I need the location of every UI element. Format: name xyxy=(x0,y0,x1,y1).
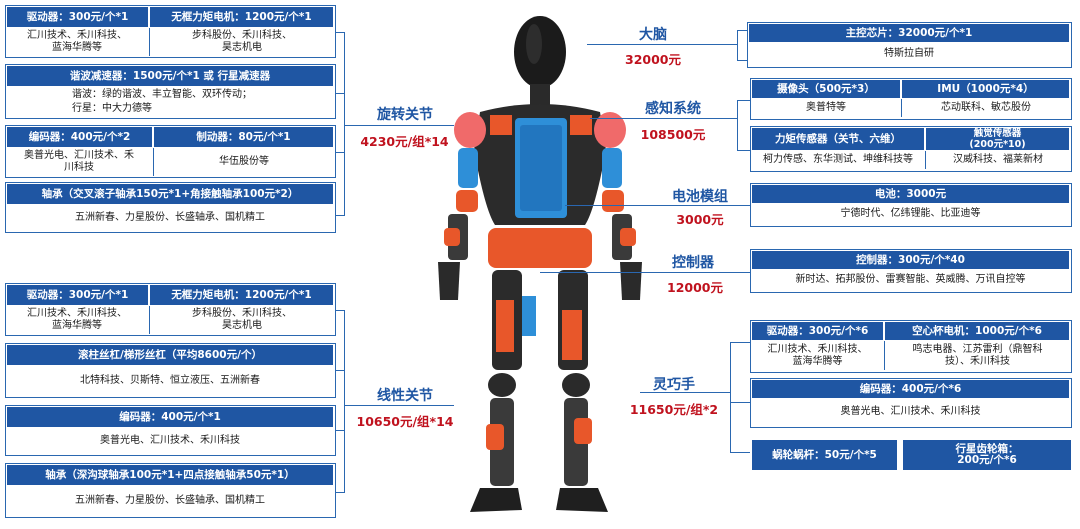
linear-bracket xyxy=(344,310,345,492)
brain-price: 32000元 xyxy=(625,52,681,67)
rotary-bearing-suppliers: 五洲新春、力星股份、长盛轴承、国机精工 xyxy=(75,212,265,223)
linear-motor-header: 无框力矩电机：1200元/个*1 xyxy=(150,285,333,305)
rotary-bearing-header: 轴承（交叉滚子轴承150元*1+角接触轴承100元*2） xyxy=(7,184,333,204)
tactile-header: 触觉传感器 (200元*10) xyxy=(926,128,1069,150)
linear-encoder-header: 编码器：400元/个*1 xyxy=(7,407,333,427)
controller-suppliers: 新时达、拓邦股份、雷赛智能、英威腾、万讯自控等 xyxy=(795,274,1026,285)
rotary-reducer-header: 谐波减速器：1500元/个*1 或 行星减速器 xyxy=(7,66,333,86)
camera-imu-panel: 摄像头（500元*3） IMU（1000元*4） 奥普特等 芯动联科、敏芯股份 xyxy=(750,78,1072,120)
robot-left-shoulder xyxy=(454,112,486,148)
chip-suppliers: 特斯拉自研 xyxy=(884,48,934,59)
hand-encoder-header: 编码器：400元/个*6 xyxy=(752,380,1069,398)
controller-label: 控制器 xyxy=(672,255,714,271)
torque-tactile-panel: 力矩传感器（关节、六维） 触觉传感器 (200元*10) 柯力传感、东华测试、坤… xyxy=(750,126,1072,172)
linear-motor-suppliers: 步科股份、禾川科技、 昊志机电 xyxy=(149,306,334,334)
worm-gear-header: 蜗轮蜗杆：50元/个*5 xyxy=(752,440,897,470)
hand-encoder-panel: 编码器：400元/个*6 奥普光电、汇川技术、禾川科技 xyxy=(750,378,1072,428)
hand-encoder-suppliers: 奥普光电、汇川技术、禾川科技 xyxy=(840,406,981,417)
battery-label: 电池模组 xyxy=(672,189,728,205)
hand-driver-motor-panel: 驱动器：300元/个*6 空心杯电机：1000元/个*6 汇川技术、禾川科技、 … xyxy=(750,320,1072,373)
camera-header: 摄像头（500元*3） xyxy=(752,80,900,98)
hand-label: 灵巧手 xyxy=(653,377,695,393)
robot-right-foot xyxy=(556,488,608,512)
camera-suppliers: 奥普特等 xyxy=(806,102,846,113)
chip-panel: 主控芯片：32000元/个*1 特斯拉自研 xyxy=(747,22,1072,68)
rotary-motor-suppliers: 步科股份、禾川科技、 昊志机电 xyxy=(149,28,334,56)
tactile-suppliers: 汉威科技、福莱新材 xyxy=(925,151,1070,169)
linear-screw-suppliers: 北特科技、贝斯特、恒立液压、五洲新春 xyxy=(80,374,260,386)
hand-motor-suppliers: 鸣志电器、江苏雷利（鼎智科 技）、禾川科技 xyxy=(884,341,1070,370)
rotary-encoder-suppliers: 奥普光电、汇川技术、禾 川科技 xyxy=(24,150,134,173)
rotary-joint-price: 4230元/组*14 xyxy=(360,134,449,149)
rotary-brake-suppliers: 华伍股份等 xyxy=(153,148,334,176)
rotary-driver-header: 驱动器：300元/个*1 xyxy=(7,7,148,27)
controller-header: 控制器：300元/个*40 xyxy=(752,251,1069,269)
hand-driver-suppliers: 汇川技术、禾川科技、 蓝海华腾等 xyxy=(767,343,868,367)
hand-price: 11650元/组*2 xyxy=(629,402,719,417)
rotary-encoder-header: 编码器：400元/个*2 xyxy=(7,127,152,147)
torque-suppliers: 柯力传感、东华测试、坤维科技等 xyxy=(763,154,913,165)
rotary-bearing-panel: 轴承（交叉滚子轴承150元*1+角接触轴承100元*2） 五洲新春、力星股份、长… xyxy=(5,182,336,233)
controller-panel: 控制器：300元/个*40 新时达、拓邦股份、雷赛智能、英威腾、万讯自控等 xyxy=(750,249,1072,293)
rotary-reducer-panel: 谐波减速器：1500元/个*1 或 行星减速器 谐波：绿的谐波、丰立智能、双环传… xyxy=(5,64,336,119)
linear-screw-header: 滚柱丝杠/梯形丝杠（平均8600元/个） xyxy=(7,345,333,365)
linear-bearing-header: 轴承（深沟球轴承100元*1+四点接触轴承50元*1） xyxy=(7,465,333,485)
linear-driver-header: 驱动器：300元/个*1 xyxy=(7,285,148,305)
linear-bearing-panel: 轴承（深沟球轴承100元*1+四点接触轴承50元*1） 五洲新春、力星股份、长盛… xyxy=(5,463,336,518)
chip-header: 主控芯片：32000元/个*1 xyxy=(749,24,1069,42)
linear-encoder-panel: 编码器：400元/个*1 奥普光电、汇川技术、禾川科技 xyxy=(5,405,336,456)
rotary-encoder-brake-panel: 编码器：400元/个*2 制动器：80元/个*1 奥普光电、汇川技术、禾 川科技… xyxy=(5,125,336,178)
humanoid-robot-icon xyxy=(438,16,642,512)
battery-header: 电池：3000元 xyxy=(752,185,1069,203)
robot-right-hand xyxy=(620,262,642,300)
torque-header: 力矩传感器（关节、六维） xyxy=(752,128,924,150)
controller-price: 12000元 xyxy=(667,280,723,295)
rotary-joint-label: 旋转关节 xyxy=(377,107,433,123)
robot-left-hand xyxy=(438,262,460,300)
brain-label: 大脑 xyxy=(639,27,667,43)
linear-driver-suppliers: 汇川技术、禾川科技、 蓝海华腾等 xyxy=(27,308,127,331)
battery-panel: 电池：3000元 宁德时代、亿纬锂能、比亚迪等 xyxy=(750,183,1072,227)
imu-suppliers: 芯动联科、敏芯股份 xyxy=(901,99,1070,117)
robot-right-shoulder xyxy=(594,112,626,148)
robot-pelvis xyxy=(488,228,592,268)
rotary-driver-motor-panel: 驱动器：300元/个*1 无框力矩电机：1200元/个*1 汇川技术、禾川科技、… xyxy=(5,5,336,58)
rotary-reducer-line1: 谐波：绿的谐波、丰立智能、双环传动； xyxy=(72,89,252,100)
battery-suppliers: 宁德时代、亿纬锂能、比亚迪等 xyxy=(840,208,981,219)
rotary-motor-header: 无框力矩电机：1200元/个*1 xyxy=(150,7,333,27)
planetary-gearbox-header: 行星齿轮箱： 200元/个*6 xyxy=(903,440,1071,470)
rotary-driver-suppliers: 汇川技术、禾川科技、 蓝海华腾等 xyxy=(27,30,127,53)
rotary-brake-header: 制动器：80元/个*1 xyxy=(154,127,333,147)
linear-driver-motor-panel: 驱动器：300元/个*1 无框力矩电机：1200元/个*1 汇川技术、禾川科技、… xyxy=(5,283,336,336)
imu-header: IMU（1000元*4） xyxy=(902,80,1069,98)
rotary-reducer-line2: 行星：中大力德等 xyxy=(72,103,152,114)
hand-motor-header: 空心杯电机：1000元/个*6 xyxy=(885,322,1069,340)
linear-bearing-suppliers: 五洲新春、力星股份、长盛轴承、国机精工 xyxy=(75,494,265,506)
battery-price: 3000元 xyxy=(676,212,724,227)
sensing-price: 108500元 xyxy=(640,127,706,142)
hand-driver-header: 驱动器：300元/个*6 xyxy=(752,322,883,340)
sensing-label: 感知系统 xyxy=(645,101,701,117)
linear-encoder-suppliers: 奥普光电、汇川技术、禾川科技 xyxy=(100,435,240,446)
linear-joint-label: 线性关节 xyxy=(377,388,433,404)
linear-screw-panel: 滚柱丝杠/梯形丝杠（平均8600元/个） 北特科技、贝斯特、恒立液压、五洲新春 xyxy=(5,343,336,398)
rotary-bracket xyxy=(344,32,345,215)
robot-left-foot xyxy=(470,488,522,512)
linear-joint-price: 10650元/组*14 xyxy=(356,414,454,429)
